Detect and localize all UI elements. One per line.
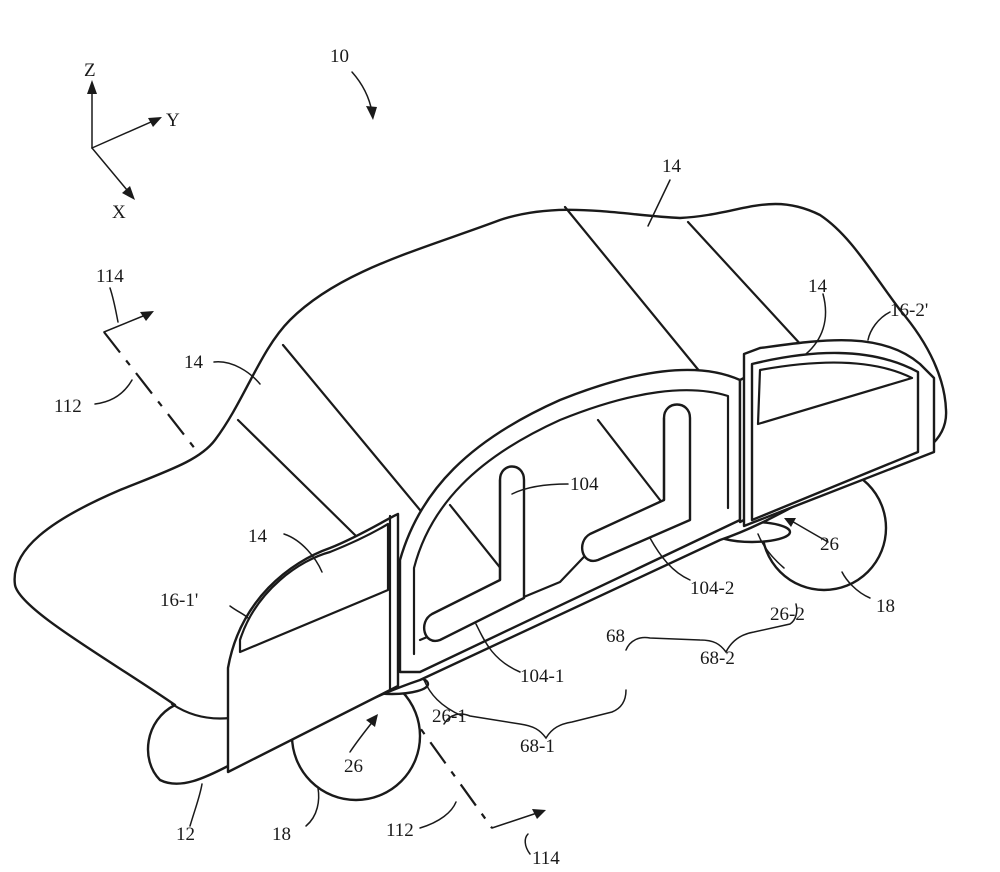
label-114-top: 114 [96,266,124,287]
z-axis-label: Z [84,60,96,81]
bracket-68-2 [625,603,798,654]
section-arrow-top [103,313,149,333]
label-10: 10 [330,46,349,67]
label-112-top: 112 [54,396,82,417]
seat-104-2 [580,403,692,563]
label-26-1: 26-1 [432,706,467,727]
label-14-left: 14 [184,352,204,373]
label-16-1: 16-1' [160,590,198,611]
label-104-2: 104-2 [690,578,734,599]
label-104-1: 104-1 [520,666,564,687]
label-12: 12 [176,824,195,845]
bracket-68-1 [443,689,627,740]
label-26-left: 26 [344,756,363,777]
opening-inner-edge [412,389,730,656]
label-68-1: 68-1 [520,736,555,757]
leader-lines [94,179,891,855]
ref-10-leader [351,71,373,113]
seat-104-1 [422,465,526,643]
label-112-bottom: 112 [386,820,414,841]
label-14-rear-window: 14 [808,276,828,297]
label-18-left: 18 [272,824,291,845]
rear-window-pane [756,361,914,426]
y-axis-arrow [91,117,161,149]
x-axis-arrow [91,147,133,197]
label-14-roof: 14 [662,156,682,177]
roof-seam-4 [236,418,357,537]
front-window-pane [238,522,390,654]
front-door-16-1 [226,512,400,774]
label-104: 104 [570,474,599,495]
label-68: 68 [606,626,625,647]
roof-seam-3 [281,343,422,512]
interior-back-edge-2 [596,418,662,502]
label-16-2: 16-2' [890,300,928,321]
label-114-bottom: 114 [532,848,560,869]
y-axis-label: Y [166,110,180,131]
rear-window [750,351,920,522]
label-18-right: 18 [876,596,895,617]
label-26-right: 26 [820,534,839,555]
label-14-front-window: 14 [248,526,268,547]
roof-seam-2 [686,220,817,362]
roof-seam-1 [563,205,707,380]
section-line-top [103,331,197,451]
x-axis-label: X [112,202,126,223]
axis-triad: Z Y X [84,60,180,223]
section-arrow-bottom [491,811,541,829]
label-26-2: 26-2 [770,604,805,625]
label-68-2: 68-2 [700,648,735,669]
